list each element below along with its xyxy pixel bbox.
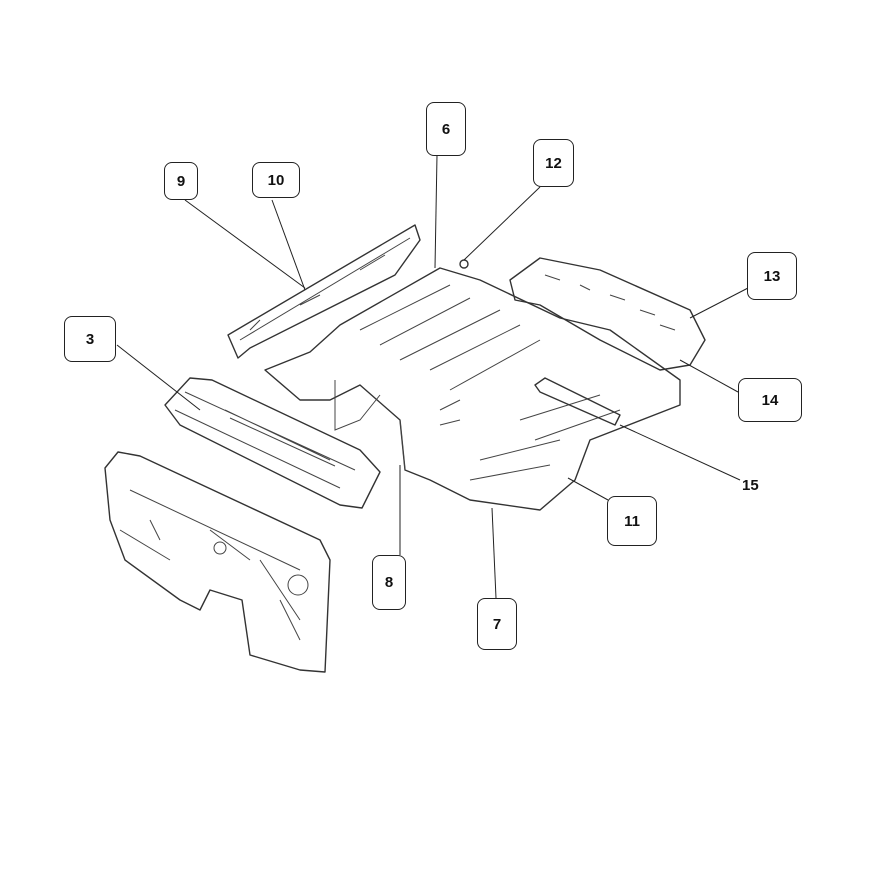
callout-13: 13	[747, 252, 797, 300]
callout-15: 15	[742, 477, 759, 494]
part-crossmember	[534, 377, 621, 426]
part-side-rail	[227, 224, 421, 359]
callout-11: 11	[607, 496, 657, 546]
callout-label: 8	[384, 574, 394, 591]
callout-label: 11	[624, 512, 640, 530]
callout-label: 6	[441, 120, 451, 138]
leader-lines	[116, 154, 749, 599]
callout-label: 13	[763, 267, 781, 285]
part-dash-panel	[104, 451, 331, 673]
callout-6: 6	[426, 102, 466, 156]
part-cowl-panel	[164, 377, 381, 509]
callout-10: 10	[252, 162, 300, 198]
callout-3: 3	[64, 316, 116, 362]
part-grommet	[459, 259, 469, 269]
callout-12: 12	[533, 139, 574, 187]
callout-label: 12	[545, 154, 562, 172]
callout-9: 9	[164, 162, 198, 200]
callout-label: 10	[267, 171, 285, 189]
part-floor-pan	[264, 267, 681, 511]
part-rear-floor	[509, 257, 706, 371]
callout-label: 3	[85, 330, 95, 348]
callout-label: 9	[176, 172, 186, 190]
callout-label: 7	[492, 615, 502, 633]
callout-label: 14	[761, 391, 779, 409]
callout-7: 7	[477, 598, 517, 650]
callout-14: 14	[738, 378, 802, 422]
callout-8: 8	[372, 555, 406, 610]
